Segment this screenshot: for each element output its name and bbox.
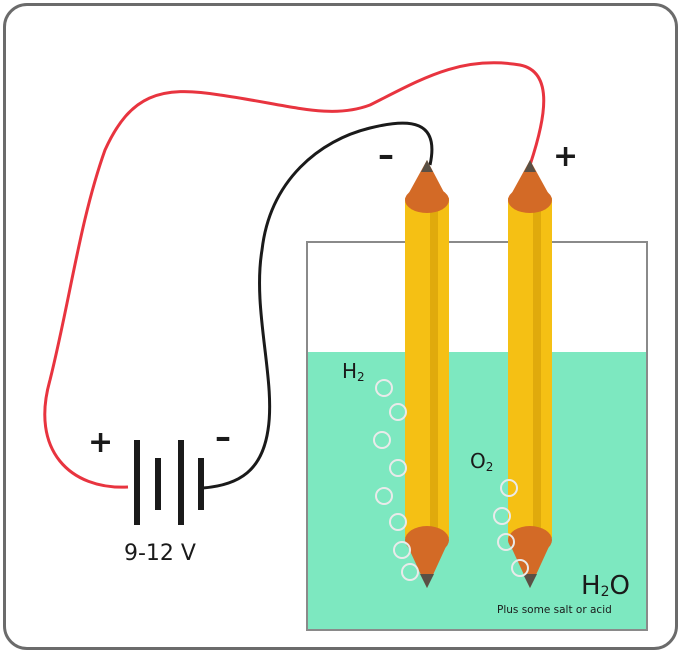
water: [308, 352, 646, 629]
right-pencil-top-graphite: [524, 160, 536, 172]
voltage-label: 9-12 V: [124, 541, 196, 566]
left-pencil-shade: [430, 198, 438, 538]
anode-plus-sign: +: [553, 139, 578, 174]
battery-plus-sign: +: [88, 425, 113, 460]
battery-plate-4: [198, 458, 204, 510]
right-pencil-bottom-tip: [508, 540, 552, 588]
left-pencil-bottom-graphite: [420, 574, 434, 588]
battery-minus-sign: –: [215, 418, 231, 456]
battery-plate-2: [155, 458, 161, 510]
left-pencil: [405, 160, 449, 588]
bubble: [375, 487, 393, 505]
red-wire: [43, 61, 546, 489]
right-pencil-shade: [533, 198, 541, 538]
right-pencil-body: [508, 198, 552, 538]
battery: [134, 440, 204, 525]
bubble: [493, 507, 511, 525]
left-pencil-bottom-tip: [405, 540, 449, 588]
hydrogen-bubbles: [373, 379, 419, 581]
right-pencil: [508, 160, 552, 588]
bubble: [389, 513, 407, 531]
right-pencil-top-collar: [508, 187, 552, 213]
bubble: [401, 563, 419, 581]
right-pencil-bottom-graphite: [523, 574, 537, 588]
bubble: [375, 379, 393, 397]
bubble: [389, 459, 407, 477]
water-formula: H2O: [581, 571, 630, 601]
left-pencil-top-collar: [405, 187, 449, 213]
bubble: [373, 431, 391, 449]
hydrogen-label: H2: [342, 359, 365, 384]
battery-plate-3: [178, 440, 184, 525]
left-pencil-body: [405, 198, 449, 538]
cathode-minus-sign: –: [378, 136, 394, 174]
left-pencil-top-graphite: [421, 160, 433, 172]
bubble: [497, 533, 515, 551]
bubble: [511, 559, 529, 577]
black-wire: [202, 121, 434, 490]
bubble: [389, 403, 407, 421]
oxygen-bubbles: [493, 479, 529, 577]
bubble: [500, 479, 518, 497]
bubble: [393, 541, 411, 559]
solution-note: Plus some salt or acid: [497, 604, 612, 616]
oxygen-label: O2: [470, 449, 493, 474]
battery-plate-1: [134, 440, 140, 525]
